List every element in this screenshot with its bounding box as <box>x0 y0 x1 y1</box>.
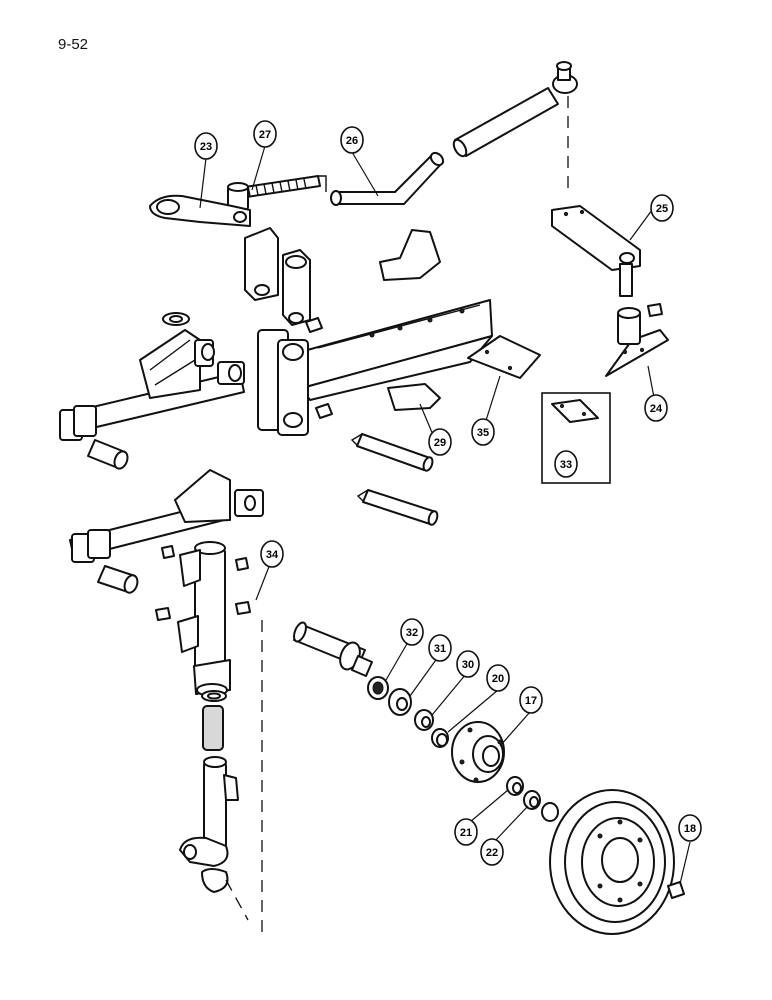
callout-label: 34 <box>266 549 279 561</box>
bearing-cone-30 <box>414 709 434 731</box>
bearing-31 <box>388 688 412 716</box>
callout-17: 17 <box>519 686 543 714</box>
seal-32 <box>367 676 389 700</box>
callout-label: 35 <box>477 427 489 439</box>
steering-arm-23 <box>149 194 251 227</box>
lower-axle-section <box>69 469 264 594</box>
callout-20: 20 <box>486 664 510 692</box>
callout-label: 33 <box>560 459 572 471</box>
callout-label: 24 <box>650 403 663 415</box>
front-axle-beam <box>257 299 493 436</box>
callout-26: 26 <box>340 126 364 154</box>
steering-spindle-housing <box>155 541 251 702</box>
upright-bracket <box>244 227 323 333</box>
tie-rod-assembly <box>452 61 578 158</box>
callout-25: 25 <box>650 194 674 222</box>
callout-31: 31 <box>428 634 452 662</box>
small-bracket-top <box>379 229 441 281</box>
mount-plate-24 <box>605 303 669 377</box>
bearing-cup-21 <box>506 776 524 796</box>
wheel-hub-17 <box>451 721 505 783</box>
callout-label: 25 <box>656 203 668 215</box>
callout-label: 27 <box>259 129 271 141</box>
callout-34: 34 <box>260 540 284 568</box>
callout-label: 26 <box>346 135 358 147</box>
callout-label: 18 <box>684 823 696 835</box>
wheel-rim <box>549 789 675 935</box>
arm-25 <box>551 205 641 297</box>
dust-cap <box>541 802 559 822</box>
bearing-cup-20 <box>431 728 449 748</box>
callout-29: 29 <box>428 428 452 456</box>
inset-box-33 <box>541 392 611 484</box>
callout-21: 21 <box>454 818 478 846</box>
wheel-bolt-18 <box>667 881 685 899</box>
callout-23: 23 <box>194 132 218 160</box>
adjusting-screw-27 <box>227 175 327 211</box>
pins-and-plates <box>350 335 541 526</box>
callout-label: 30 <box>462 659 474 671</box>
callout-24: 24 <box>644 394 668 422</box>
callout-label: 23 <box>200 141 212 153</box>
spindle-shaft <box>293 621 373 677</box>
bearing-cone-22 <box>523 790 541 810</box>
callout-33: 33 <box>554 450 578 478</box>
left-axle-extension <box>59 312 245 470</box>
callout-label: 32 <box>406 627 418 639</box>
callout-18: 18 <box>678 814 702 842</box>
callout-35: 35 <box>471 418 495 446</box>
callout-label: 31 <box>434 643 446 655</box>
callout-label: 20 <box>492 673 504 685</box>
assembly-line-lower <box>225 879 249 921</box>
bent-rod-26 <box>330 151 445 206</box>
callout-label: 17 <box>525 695 537 707</box>
callout-label: 21 <box>460 827 472 839</box>
callout-22: 22 <box>480 838 504 866</box>
kingpin <box>179 705 239 893</box>
callout-label: 29 <box>434 437 446 449</box>
callout-27: 27 <box>253 120 277 148</box>
callout-32: 32 <box>400 618 424 646</box>
callout-30: 30 <box>456 650 480 678</box>
page-number: 9-52 <box>58 36 89 53</box>
callout-label: 22 <box>486 847 498 859</box>
